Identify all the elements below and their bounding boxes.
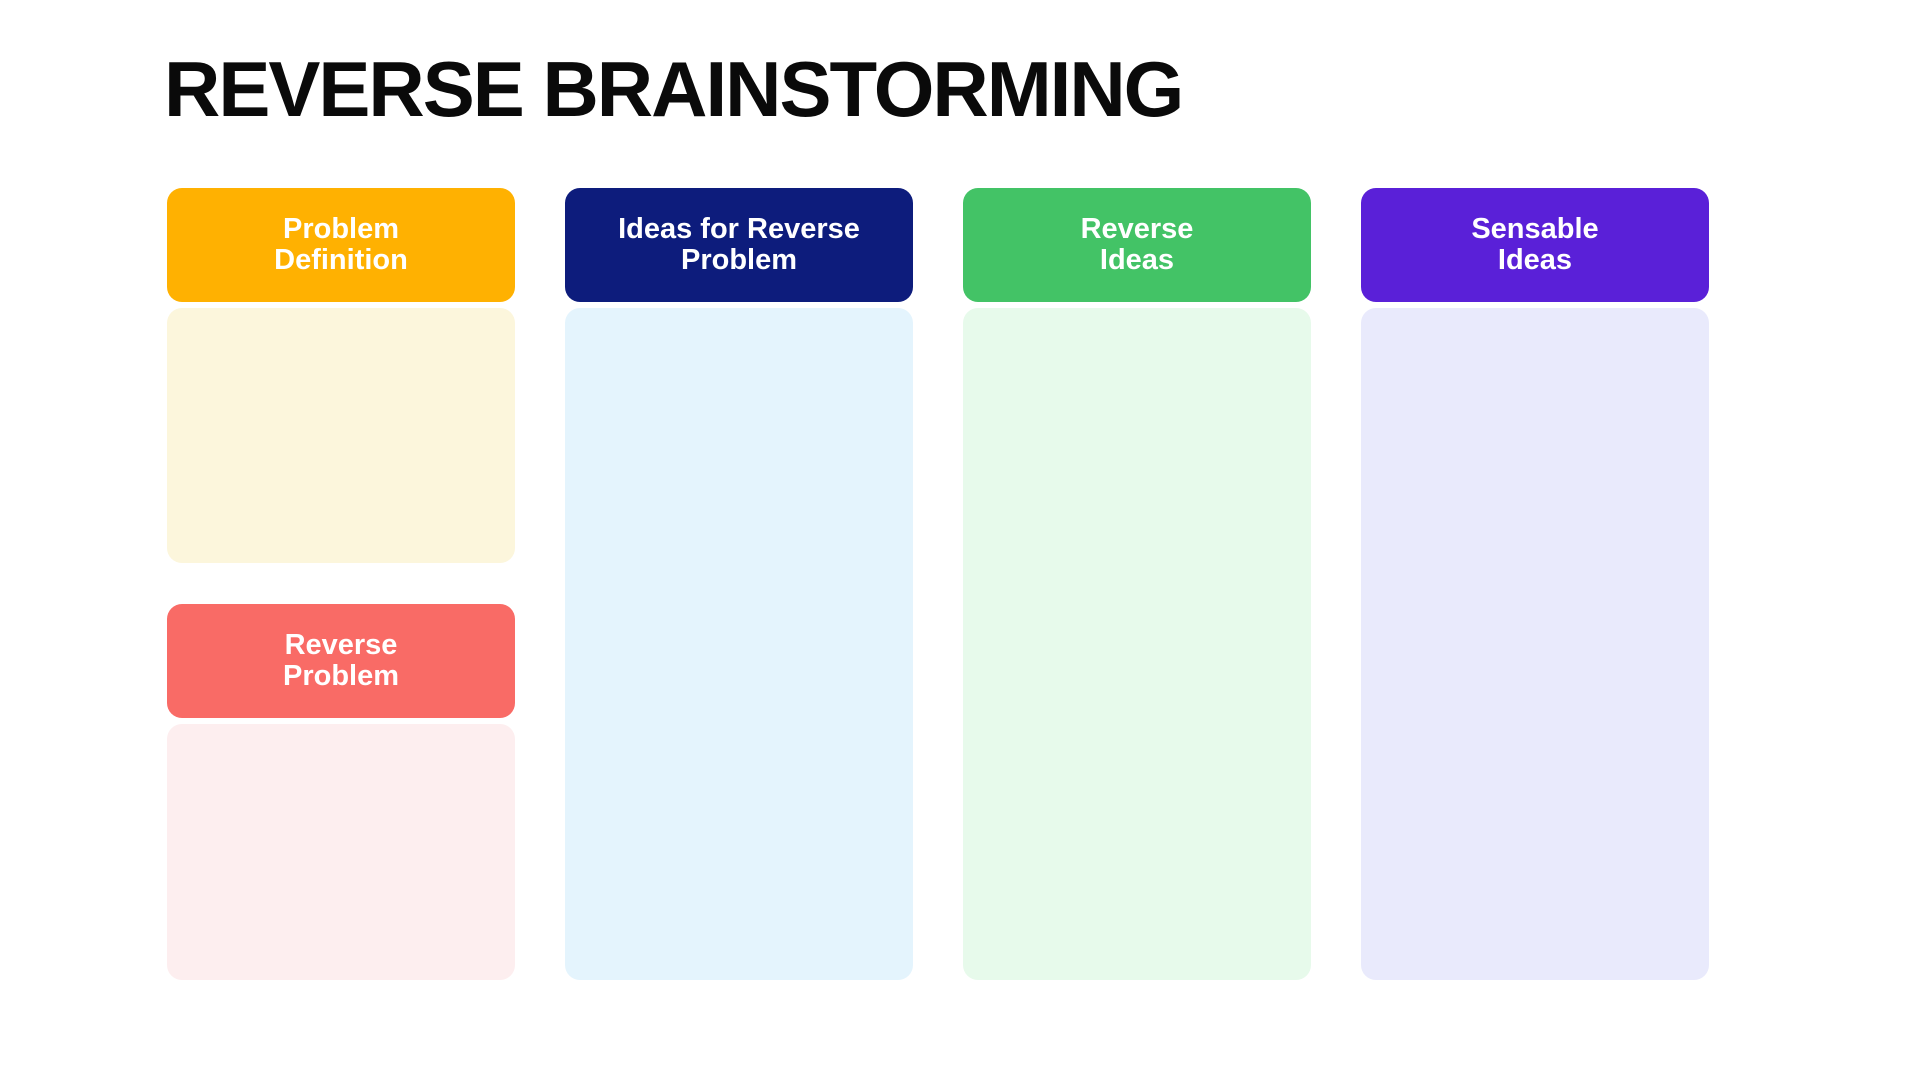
reverse-ideas-notes-area[interactable]: [963, 308, 1311, 980]
reverse-problem-header: Reverse Problem: [167, 604, 515, 718]
column-problem-definition: Problem Definition Reverse Problem: [167, 188, 515, 980]
column-ideas-for-reverse-problem: Ideas for Reverse Problem: [565, 188, 913, 980]
column-reverse-ideas: Reverse Ideas: [963, 188, 1311, 980]
sensable-ideas-notes-area[interactable]: [1361, 308, 1709, 980]
reverse-ideas-label-line2: Ideas: [1099, 244, 1175, 276]
column-sensable-ideas: Sensable Ideas: [1361, 188, 1709, 980]
reverse-problem-label-line1: Reverse: [284, 629, 398, 661]
problem-definition-notes-area[interactable]: [167, 308, 515, 563]
sensable-ideas-header: Sensable Ideas: [1361, 188, 1709, 302]
reverse-problem-notes-area[interactable]: [167, 724, 515, 980]
reverse-problem-label-line2: Problem: [282, 660, 400, 692]
problem-definition-header: Problem Definition: [167, 188, 515, 302]
ideas-for-reverse-problem-label-line2: Problem: [680, 244, 798, 276]
reverse-ideas-header: Reverse Ideas: [963, 188, 1311, 302]
sensable-ideas-label-line2: Ideas: [1497, 244, 1573, 276]
column-section-gap: [167, 563, 515, 604]
problem-definition-label-line2: Definition: [274, 244, 408, 276]
reverse-ideas-label-line1: Reverse: [1080, 213, 1194, 245]
page-title: REVERSE BRAINSTORMING: [164, 45, 1184, 133]
ideas-for-reverse-problem-label-line1: Ideas for Reverse: [618, 213, 860, 245]
ideas-for-reverse-problem-header: Ideas for Reverse Problem: [565, 188, 913, 302]
sensable-ideas-label-line1: Sensable: [1471, 213, 1599, 245]
problem-definition-label-line1: Problem: [282, 213, 400, 245]
ideas-for-reverse-problem-notes-area[interactable]: [565, 308, 913, 980]
